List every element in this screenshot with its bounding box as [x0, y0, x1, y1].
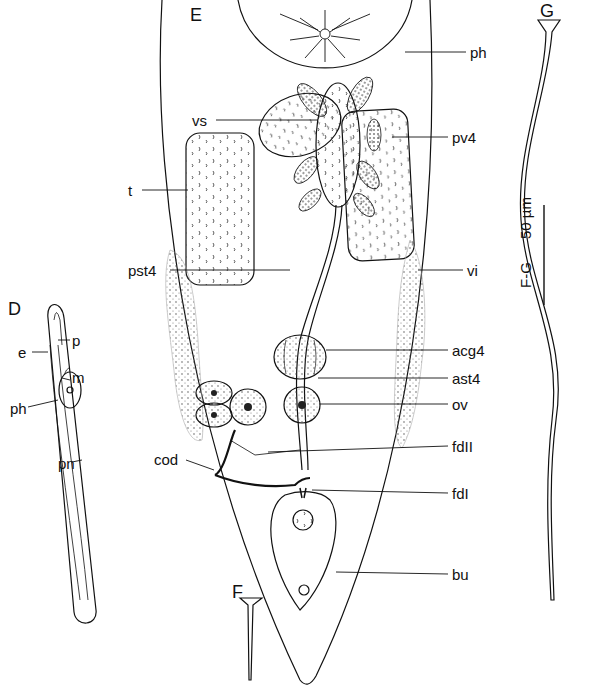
- panel-letter: G: [540, 2, 554, 20]
- accessory-gland: [274, 335, 326, 379]
- part-label: pn: [58, 456, 75, 471]
- part-label: fdII: [452, 439, 473, 454]
- prostatic-vesicle: [316, 83, 360, 207]
- ovary: [196, 381, 320, 427]
- prostatic-glands: [290, 73, 384, 220]
- pharynx: [238, 0, 412, 68]
- part-label: ph: [470, 45, 487, 60]
- panel-letter: E: [190, 6, 202, 24]
- scale-bar: [543, 205, 544, 305]
- body-outline: [48, 305, 96, 624]
- pharynx-rays: [280, 10, 370, 62]
- bursa: [271, 492, 336, 610]
- part-label: p: [72, 333, 80, 348]
- scale-label: F-G: [518, 262, 533, 288]
- stylet-g: [520, 20, 560, 600]
- part-label: vs: [192, 113, 207, 128]
- panel-letter: D: [8, 300, 21, 318]
- leader-lines: [142, 52, 466, 574]
- part-label: fdI: [452, 486, 469, 501]
- part-label: pv4: [452, 130, 476, 145]
- part-label: bu: [452, 567, 469, 582]
- part-label: pst4: [128, 263, 156, 278]
- female-duct: [230, 440, 300, 455]
- part-label: vi: [467, 263, 478, 278]
- part-label: acg4: [452, 343, 485, 358]
- vitellarium: [394, 240, 425, 448]
- part-label: cod: [154, 452, 178, 467]
- stylet-f: [240, 598, 262, 680]
- part-label: e: [18, 345, 26, 360]
- nerve-cord: [50, 345, 88, 600]
- part-label: ast4: [452, 371, 480, 386]
- common-oviduct: [215, 430, 310, 486]
- part-label: t: [128, 183, 132, 198]
- part-label: ph: [10, 401, 27, 416]
- part-label: m: [72, 370, 85, 385]
- body-outline: [160, 0, 432, 684]
- scale-label: 50 µm: [518, 197, 533, 239]
- panel-letter: F: [232, 583, 243, 601]
- part-label: ov: [452, 397, 468, 412]
- testis: [186, 133, 254, 285]
